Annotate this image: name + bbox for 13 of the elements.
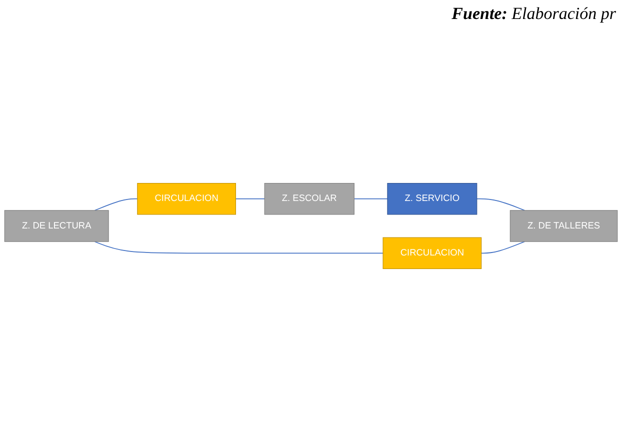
node-box: CIRCULACION bbox=[137, 182, 236, 215]
connector bbox=[354, 198, 388, 200]
node-box: Z. DE TALLERES bbox=[510, 210, 618, 242]
node-box: Z. SERVICIO bbox=[387, 182, 478, 215]
caption: Fuente: Elaboración pr bbox=[452, 4, 616, 24]
node-box: Z. DE LECTURA bbox=[4, 210, 109, 242]
node-box: Z. ESCOLAR bbox=[264, 182, 354, 215]
connector bbox=[235, 198, 266, 200]
connector bbox=[94, 241, 384, 254]
connector bbox=[94, 198, 138, 211]
connector bbox=[480, 241, 526, 254]
connector bbox=[476, 198, 526, 211]
node-box: CIRCULACION bbox=[382, 237, 482, 270]
